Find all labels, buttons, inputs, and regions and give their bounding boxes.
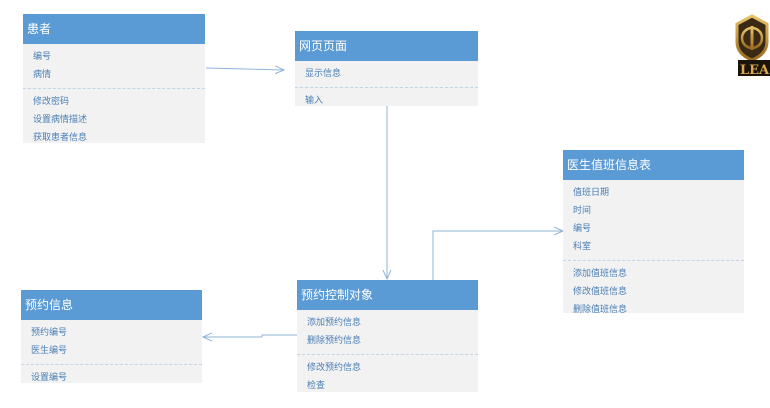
class-attribute: 科室 (573, 242, 592, 252)
class-method: 设置病情描述 (33, 115, 88, 125)
class-schedule-title: 医生值班信息表 (563, 150, 744, 180)
class-attribute: 编号 (33, 52, 52, 62)
class-controller-methods: 修改预约信息 检查 (297, 354, 478, 399)
class-webpage-title: 网页页面 (295, 31, 478, 61)
class-method: 修改值班信息 (573, 287, 628, 297)
class-attribute: 显示信息 (305, 69, 342, 79)
logo-text: LEA (740, 63, 770, 78)
connector-patient-to-webpage (205, 68, 284, 70)
class-patient-title: 患者 (23, 14, 205, 44)
class-controller-attributes: 添加预约信息 删除预约信息 (297, 310, 478, 354)
class-webpage[interactable]: 网页页面 显示信息 输入 (295, 31, 478, 106)
class-patient-attributes: 编号 病情 (23, 44, 205, 88)
class-method: 检查 (307, 381, 326, 391)
class-attribute: 删除预约信息 (307, 336, 362, 346)
connector-controller-to-schedule (432, 231, 563, 280)
class-attribute: 添加预约信息 (307, 318, 362, 328)
class-appointment-attributes: 预约编号 医生编号 (21, 320, 202, 364)
class-doctor-schedule[interactable]: 医生值班信息表 值班日期 时间 编号 科室 添加值班信息 修改值班信息 删除值班… (563, 150, 744, 315)
class-appointment-info[interactable]: 预约信息 预约编号 医生编号 设置编号 (21, 290, 202, 383)
class-controller-title: 预约控制对象 (297, 280, 478, 310)
class-webpage-attributes: 显示信息 (295, 61, 478, 87)
connector-controller-to-appointment (203, 335, 297, 337)
class-method: 输入 (305, 96, 324, 106)
class-attribute: 预约编号 (31, 328, 68, 338)
class-schedule-attributes: 值班日期 时间 编号 科室 (563, 180, 744, 260)
class-method: 设置编号 (31, 373, 68, 383)
class-attribute: 时间 (573, 206, 592, 216)
class-method: 修改预约信息 (307, 363, 362, 373)
class-patient[interactable]: 患者 编号 病情 修改密码 设置病情描述 获取患者信息 (23, 14, 205, 143)
class-attribute: 医生编号 (31, 346, 68, 356)
class-method: 添加值班信息 (573, 269, 628, 279)
class-attribute: 编号 (573, 224, 592, 234)
class-method: 获取患者信息 (33, 133, 88, 143)
class-schedule-methods: 添加值班信息 修改值班信息 删除值班信息 (563, 260, 744, 323)
class-method: 修改密码 (33, 97, 70, 107)
shield-emblem-icon: LEA (735, 14, 770, 78)
class-patient-methods: 修改密码 设置病情描述 获取患者信息 (23, 88, 205, 151)
class-attribute: 病情 (33, 70, 52, 80)
class-attribute: 值班日期 (573, 188, 610, 198)
class-appointment-title: 预约信息 (21, 290, 202, 320)
class-appointment-methods: 设置编号 (21, 364, 202, 391)
class-appointment-controller[interactable]: 预约控制对象 添加预约信息 删除预约信息 修改预约信息 检查 (297, 280, 478, 392)
class-webpage-methods: 输入 (295, 87, 478, 114)
class-method: 删除值班信息 (573, 305, 628, 315)
